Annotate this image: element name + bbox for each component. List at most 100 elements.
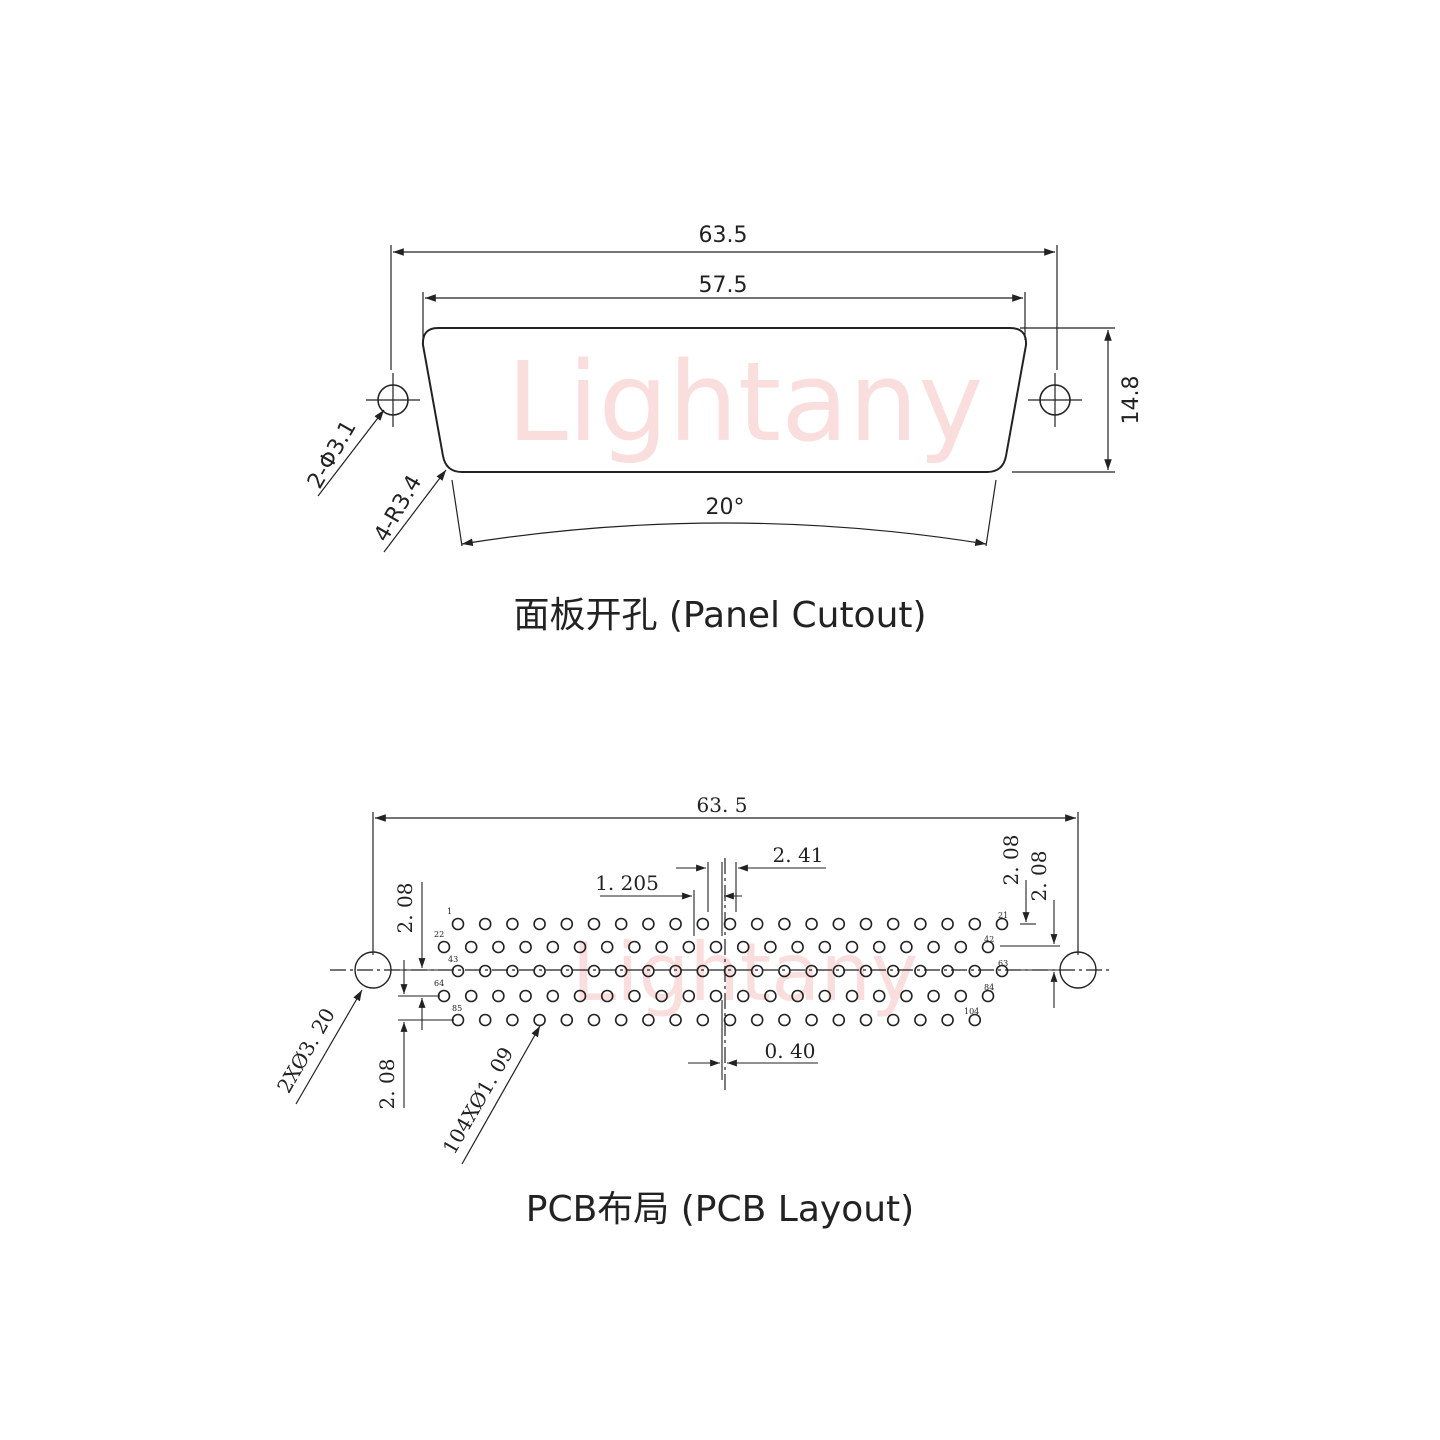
pin-hole bbox=[914, 964, 927, 978]
leader-holes bbox=[317, 409, 385, 497]
pin-hole bbox=[464, 989, 478, 1003]
pin-hole bbox=[506, 1013, 519, 1027]
pin-hole bbox=[778, 1013, 791, 1027]
pin-hole bbox=[886, 964, 900, 978]
pin-hole bbox=[872, 940, 886, 954]
pin-hole bbox=[533, 1013, 546, 1027]
pin-hole bbox=[736, 940, 750, 954]
pin-hole bbox=[859, 964, 873, 978]
dim-text-height: 14.8 bbox=[1119, 376, 1144, 425]
pin-label-21: 21 bbox=[998, 911, 1008, 920]
pcb-dim-text-pitch-x: 2. 41 bbox=[773, 843, 824, 867]
pin-hole bbox=[478, 1013, 492, 1027]
pcb-dim-text-overall: 63. 5 bbox=[697, 793, 748, 817]
pin-hole bbox=[696, 917, 710, 931]
dim-text-inner: 57.5 bbox=[699, 273, 748, 298]
pcb-layout-drawing bbox=[295, 812, 1112, 1165]
pin-hole bbox=[832, 917, 846, 931]
pin-hole bbox=[764, 989, 777, 1003]
pin-hole bbox=[478, 917, 492, 931]
pin-hole bbox=[872, 989, 886, 1003]
pcb-dim-text-pin-holes: 104XØ1. 09 bbox=[438, 1043, 518, 1158]
pin-hole bbox=[669, 1013, 682, 1027]
pin-label-85: 85 bbox=[452, 1004, 462, 1013]
pin-hole bbox=[696, 1013, 710, 1027]
pin-hole bbox=[451, 1013, 465, 1027]
pin-hole bbox=[954, 940, 968, 954]
pin-hole bbox=[600, 940, 614, 954]
dim-text-overall: 63.5 bbox=[699, 223, 748, 248]
pin-hole bbox=[954, 989, 968, 1003]
pin-hole bbox=[478, 964, 492, 978]
pin-hole bbox=[682, 989, 696, 1003]
panel-cutout-drawing: Lightany bbox=[317, 245, 1115, 553]
pin-hole bbox=[573, 989, 587, 1003]
pin-hole bbox=[859, 917, 873, 931]
pin-hole bbox=[845, 989, 859, 1003]
pin-hole bbox=[845, 940, 859, 954]
pin-hole bbox=[451, 917, 465, 931]
pin-hole bbox=[914, 1013, 927, 1027]
pin-hole bbox=[750, 964, 764, 978]
pin-hole bbox=[560, 917, 574, 931]
pin-hole bbox=[600, 989, 614, 1003]
pin-hole bbox=[451, 964, 465, 978]
leader-radius bbox=[383, 469, 447, 553]
pin-hole bbox=[587, 964, 601, 978]
pin-hole bbox=[614, 964, 628, 978]
pin-hole bbox=[587, 1013, 601, 1027]
pin-hole bbox=[669, 964, 682, 978]
pin-hole bbox=[778, 917, 791, 931]
pin-hole bbox=[981, 940, 995, 954]
pin-hole bbox=[723, 1013, 737, 1027]
pin-hole bbox=[506, 964, 519, 978]
pin-hole bbox=[778, 964, 791, 978]
mount-hole-left bbox=[366, 373, 420, 427]
pin-hole bbox=[818, 940, 832, 954]
pin-hole bbox=[886, 1013, 900, 1027]
pin-hole bbox=[805, 964, 818, 978]
pin-hole bbox=[696, 964, 710, 978]
pin-hole bbox=[968, 917, 982, 931]
pin-hole bbox=[805, 1013, 818, 1027]
pin-hole bbox=[519, 940, 532, 954]
pin-hole bbox=[995, 964, 1009, 978]
pin-hole bbox=[736, 989, 750, 1003]
dim-text-angle: 20° bbox=[706, 495, 745, 520]
pin-hole bbox=[927, 989, 940, 1003]
pin-hole bbox=[669, 917, 682, 931]
pin-label-104: 104 bbox=[964, 1007, 979, 1016]
mount-hole-right bbox=[1028, 373, 1082, 427]
pcb-dim-text-row-right-2: 2. 08 bbox=[1027, 851, 1051, 902]
pin-hole bbox=[533, 917, 546, 931]
pin-hole bbox=[655, 940, 668, 954]
pin-hole bbox=[968, 1013, 982, 1027]
panel-cutout-caption: 面板开孔 (Panel Cutout) bbox=[513, 595, 927, 636]
pin-label-63: 63 bbox=[998, 959, 1008, 968]
pin-hole bbox=[941, 964, 954, 978]
pcb-dim-text-row-left-bottom: 2. 08 bbox=[375, 1059, 399, 1110]
pcb-layout-caption: PCB布局 (PCB Layout) bbox=[525, 1189, 915, 1230]
dim-text-radius: 4-R3.4 bbox=[369, 471, 427, 546]
pcb-dim-text-row-right-1: 2. 08 bbox=[999, 835, 1023, 886]
pin-hole bbox=[614, 917, 628, 931]
pcb-dim-text-offset: 0. 40 bbox=[765, 1039, 816, 1063]
pin-label-43: 43 bbox=[448, 955, 458, 964]
pin-hole bbox=[805, 917, 818, 931]
pin-hole bbox=[642, 964, 655, 978]
pcb-dim-text-mount-holes: 2XØ3. 20 bbox=[272, 1004, 340, 1097]
dim-text-holes: 2-Φ3.1 bbox=[303, 416, 362, 493]
pin-hole bbox=[981, 989, 995, 1003]
pin-hole bbox=[791, 940, 804, 954]
pin-hole bbox=[628, 989, 641, 1003]
pin-hole bbox=[709, 989, 723, 1003]
pin-hole bbox=[587, 917, 601, 931]
pin-hole bbox=[886, 917, 900, 931]
pin-hole bbox=[519, 989, 532, 1003]
pin-hole bbox=[818, 989, 832, 1003]
pin-hole bbox=[533, 964, 546, 978]
pin-hole bbox=[437, 940, 451, 954]
pin-hole bbox=[506, 917, 519, 931]
pin-hole bbox=[900, 940, 913, 954]
